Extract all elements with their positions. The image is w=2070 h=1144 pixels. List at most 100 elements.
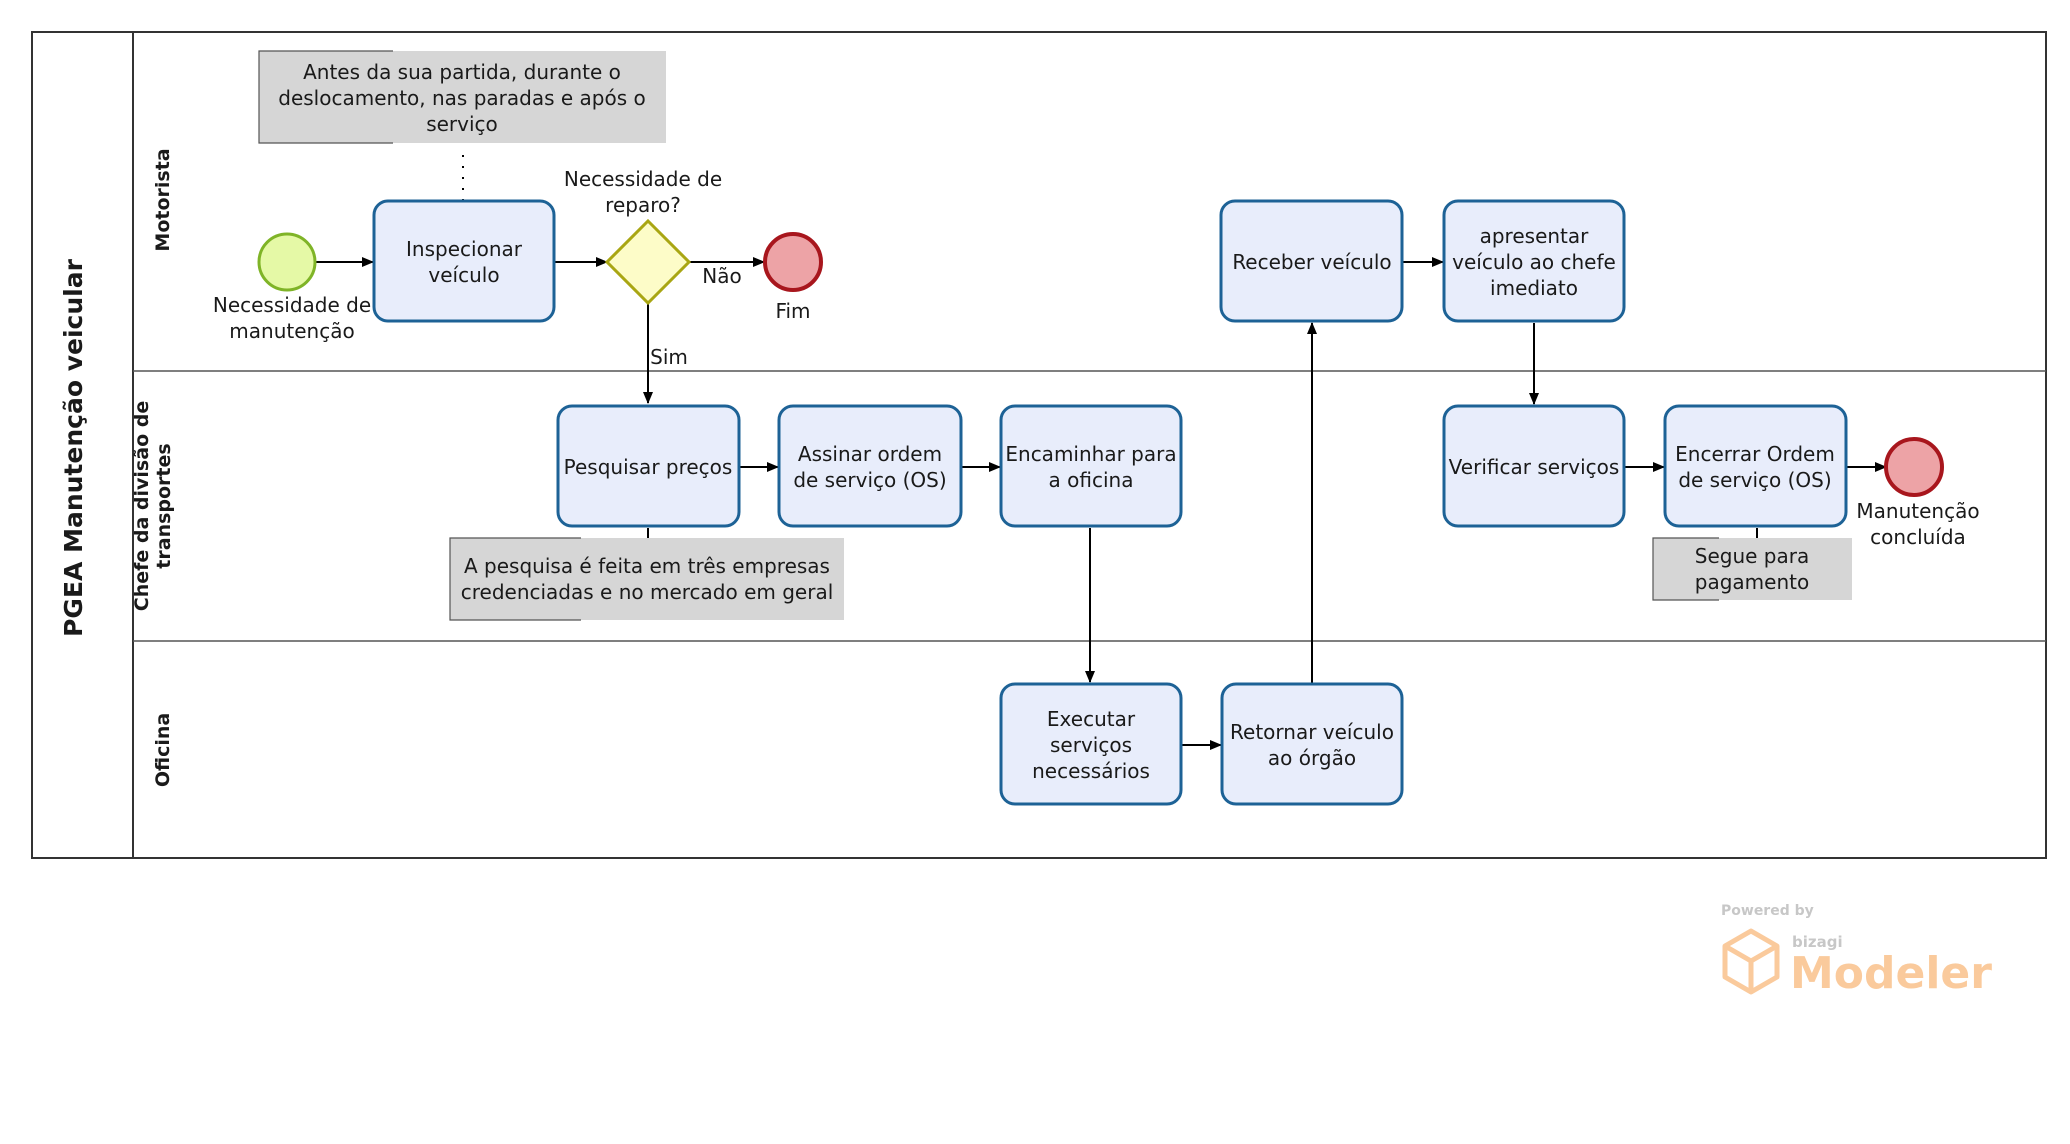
gateway-diamond [604, 218, 692, 306]
text-line: concluída [1870, 525, 1966, 549]
text-line: transportes [153, 443, 175, 568]
lane-label-oficina: Oficina [152, 713, 174, 787]
text-line: apresentar [1480, 224, 1590, 248]
text-line: de serviço (OS) [1678, 468, 1831, 492]
flow-label-nao: Não [702, 264, 741, 288]
annotation-box [450, 538, 844, 620]
task-box [556, 404, 741, 528]
watermark-bizagi: bizagi [1792, 933, 1843, 951]
text-line: pagamento [1695, 570, 1809, 594]
text-line: Executar [1047, 707, 1136, 731]
task-box [777, 404, 963, 528]
text-line: imediato [1490, 276, 1578, 300]
text-line: Assinar ordem [798, 442, 942, 466]
text-line: Segue para [1695, 544, 1809, 568]
text-line: Fim [775, 299, 810, 323]
task-receber-veiculo[interactable]: Receber veículo [1219, 199, 1404, 323]
text-line: serviços [1050, 733, 1132, 757]
flow-label-sim: Sim [650, 345, 688, 369]
end-event-label: Fim [775, 299, 810, 323]
task-label: Verificar serviços [1449, 455, 1620, 479]
text-line: Receber veículo [1232, 250, 1391, 274]
end-event-circle [763, 232, 823, 292]
text-line: serviço [426, 112, 498, 136]
annotation-box [1653, 538, 1852, 600]
text-line: Manutenção [1856, 499, 1979, 523]
text-line: Retornar veículo [1230, 720, 1394, 744]
watermark-powered-by: Powered by [1721, 903, 1814, 919]
text-line: credenciadas e no mercado em geral [461, 580, 834, 604]
text-line: Oficina [152, 713, 174, 787]
task-verificar-servicos[interactable]: Verificar serviços [1442, 404, 1626, 528]
task-label: Receber veículo [1232, 250, 1391, 274]
annotation-box [259, 51, 666, 143]
text-line: Necessidade de [564, 167, 722, 191]
text-line: Inspecionar [406, 237, 523, 261]
text-line: de serviço (OS) [793, 468, 946, 492]
text-line: Necessidade de [213, 293, 371, 317]
task-box [372, 199, 556, 323]
text-line: veículo ao chefe [1452, 250, 1616, 274]
text-line: Motorista [152, 148, 174, 251]
text-line: Encaminhar para [1005, 442, 1176, 466]
text-line: ao órgão [1268, 746, 1356, 770]
task-box [999, 682, 1183, 806]
lane-label-motorista: Motorista [152, 148, 174, 251]
text-line: Verificar serviços [1449, 455, 1620, 479]
annotation-bracket [258, 50, 393, 144]
end-event-fim[interactable]: Fim [763, 232, 823, 323]
text-line: Encerrar Ordem [1675, 442, 1835, 466]
annotation-bracket [1652, 537, 1719, 601]
text-line: a oficina [1049, 468, 1134, 492]
annotation-bracket [449, 537, 581, 621]
pool-title: PGEA Manutenção veicular [59, 258, 88, 636]
task-pesquisar-precos[interactable]: Pesquisar preços [556, 404, 741, 528]
task-label: Pesquisar preços [564, 455, 733, 479]
text-line: Chefe da divisão de [131, 401, 153, 611]
task-box [1663, 404, 1848, 528]
text-line: A pesquisa é feita em três empresas [464, 554, 830, 578]
lane-label-chefe: Chefe da divisão detransportes [131, 401, 175, 611]
task-box [1220, 682, 1404, 806]
bizagi-logo-icon [1722, 928, 1780, 995]
text-line: veículo [428, 263, 499, 287]
end-event-circle [1884, 437, 1944, 497]
text-line: Antes da sua partida, durante o [303, 60, 621, 84]
text-line: necessários [1032, 759, 1150, 783]
watermark-modeler: Modeler [1790, 948, 1992, 999]
task-box [1442, 199, 1626, 323]
start-event-circle [257, 232, 317, 292]
text-line: reparo? [605, 193, 681, 217]
text-line: Pesquisar preços [564, 455, 733, 479]
sequence-flows [316, 257, 1887, 750]
